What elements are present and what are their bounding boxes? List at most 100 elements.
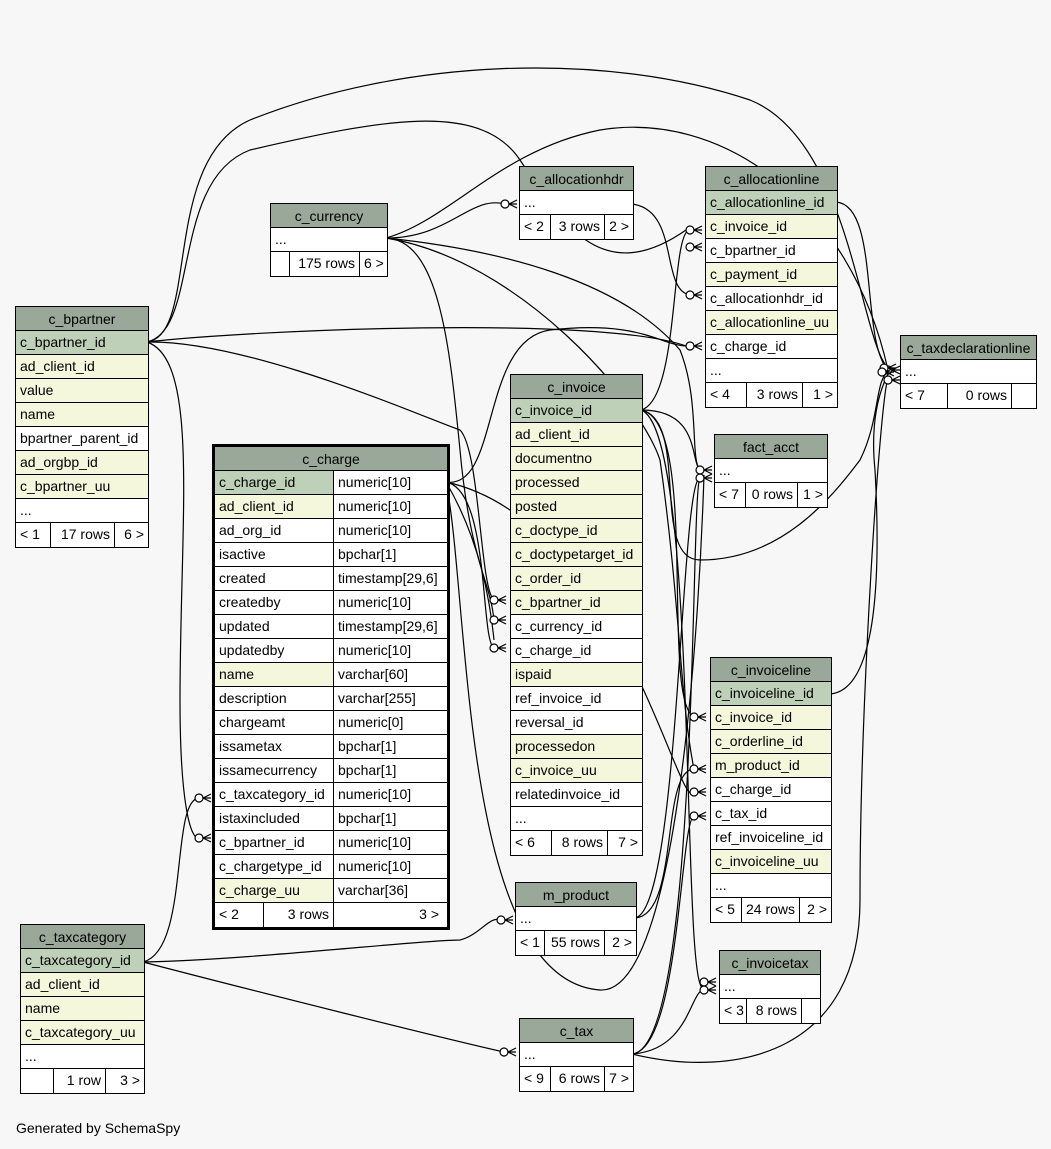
column-row[interactable]: c_allocationline_uu [706,311,837,335]
table-header[interactable]: c_tax [520,1019,633,1043]
table-header[interactable]: c_taxcategory [21,925,144,949]
column-row[interactable]: name [16,403,148,427]
column-row[interactable]: c_invoiceline_uu [711,850,831,874]
child-count-link[interactable]: 2 > [604,931,636,955]
parent-count-link[interactable]: < 4 [710,386,730,402]
parent-count-link[interactable]: < 1 [520,934,540,950]
column-row[interactable]: ad_client_id [16,355,148,379]
child-count-link[interactable]: 1 > [802,383,837,407]
column-row[interactable]: c_invoiceline_id [711,682,831,706]
column-row[interactable]: c_invoice_uu [511,759,642,783]
column-row[interactable]: ref_invoice_id [511,687,642,711]
parent-count-link[interactable]: < 6 [515,834,535,850]
column-row[interactable]: ref_invoiceline_id [711,826,831,850]
table-header[interactable]: fact_acct [715,435,827,459]
parent-count-link[interactable]: < 5 [715,901,735,917]
column-row[interactable]: ... [271,228,387,252]
column-row[interactable]: c_bpartner_id [511,591,642,615]
column-row[interactable]: c_taxcategory_uu [21,1021,144,1045]
column-row[interactable]: ... [16,499,148,523]
table-header[interactable]: c_invoicetax [720,951,820,975]
column-row[interactable]: c_charge_id [711,778,831,802]
child-count-link[interactable] [801,999,820,1023]
table-header[interactable]: c_allocationline [706,167,837,191]
parent-count-link[interactable]: < 1 [20,526,40,542]
column-row[interactable]: bpartner_parent_id [16,427,148,451]
column-row[interactable]: documentno [511,447,642,471]
table-header[interactable]: c_invoiceline [711,658,831,682]
column-row[interactable]: c_payment_id [706,263,837,287]
column-row[interactable]: name [21,997,144,1021]
column-row[interactable]: posted [511,495,642,519]
table-header[interactable]: c_charge [215,447,447,471]
column-row[interactable]: ... [715,459,827,483]
child-count-link[interactable]: 7 > [604,1067,633,1091]
column-row[interactable]: c_charge_id [511,639,642,663]
column-row[interactable]: ... [711,874,831,898]
column-row[interactable]: processedon [511,735,642,759]
column-row[interactable]: c_taxcategory_id [21,949,144,973]
column-row[interactable]: ispaid [511,663,642,687]
table-header[interactable]: c_currency [271,204,387,228]
table-header[interactable]: c_invoice [511,375,642,399]
child-count-link[interactable] [1011,384,1036,408]
parent-count-link[interactable]: < 3 [724,1002,744,1018]
column-row[interactable]: ... [516,907,636,931]
column-row[interactable]: m_product_id [711,754,831,778]
column-row[interactable]: c_doctypetarget_id [511,543,642,567]
column-row[interactable]: c_invoice_id [706,215,837,239]
column-row[interactable]: ad_orgbp_id [16,451,148,475]
column-row[interactable]: c_invoice_id [711,706,831,730]
column-row[interactable]: ... [511,807,642,831]
column-row[interactable]: c_bpartner_id [706,239,837,263]
child-count-link[interactable]: 3 > [333,903,443,927]
column-row[interactable]: c_bpartner_id [16,331,148,355]
column-row[interactable]: c_allocationline_id [706,191,837,215]
table-header[interactable]: c_allocationhdr [520,167,633,191]
child-count-link[interactable]: 6 > [359,252,387,276]
column-row[interactable]: relatedinvoice_id [511,783,642,807]
parent-count-link[interactable] [271,252,289,276]
column-row[interactable]: ... [901,360,1036,384]
column-row[interactable]: ... [520,1043,633,1067]
column-row[interactable]: ad_client_id [21,973,144,997]
child-count-link[interactable]: 6 > [114,523,148,547]
column-row[interactable]: ad_client_id [511,423,642,447]
column-row[interactable]: c_tax_id [711,802,831,826]
column-row[interactable]: ... [720,975,820,999]
child-count-link[interactable]: 1 > [797,483,827,507]
parent-count-link[interactable]: < 7 [719,486,739,502]
column-row[interactable]: ... [21,1045,144,1069]
column-row[interactable]: c_order_id [511,567,642,591]
table-header[interactable]: m_product [516,883,636,907]
column-row[interactable]: value [16,379,148,403]
column-row[interactable]: c_bpartner_uu [16,475,148,499]
child-count-link[interactable]: 2 > [799,898,831,922]
column-row[interactable]: ... [520,191,633,215]
column-row[interactable]: c_allocationhdr_id [706,287,837,311]
